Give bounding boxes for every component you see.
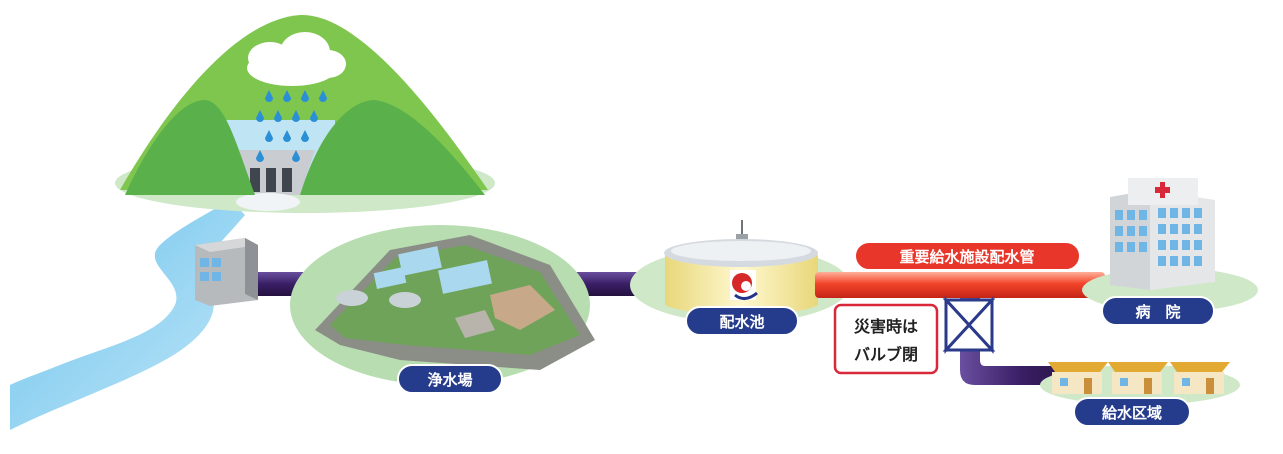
reservoir-label-text: 配水池 [719,313,764,331]
reservoir-tank-icon [630,220,850,323]
label-important-main: 重要給水施設配水管 [854,241,1081,271]
mountain-dam-group [115,14,495,213]
important-supply-main [815,272,1105,298]
purification-plant-icon [290,225,595,385]
valve-note: 災害時は バルブ閉 [833,303,939,375]
house-icon [1170,362,1230,394]
label-supply-area: 給水区域 [1073,397,1191,427]
important-main-label-text: 重要給水施設配水管 [899,248,1034,266]
label-distribution-reservoir: 配水池 [685,306,799,336]
hospital-icon [1082,178,1258,312]
house-icon [1108,362,1168,394]
supply-area-label-text: 給水区域 [1102,404,1162,422]
rain-cloud-icon [247,32,346,162]
valve-note-line2: バルブ閉 [854,345,918,364]
hospital-label-text: 病 院 [1135,303,1180,321]
valve-note-line1: 災害時は [854,317,918,336]
river [10,200,245,430]
purification-plant-label-text: 浄水場 [427,371,472,389]
supply-area-houses [1040,362,1240,405]
intake-building-icon [195,238,258,306]
valve-icon [942,296,996,354]
label-hospital: 病 院 [1101,296,1215,326]
label-purification-plant: 浄水場 [397,364,503,394]
house-icon [1048,362,1108,394]
